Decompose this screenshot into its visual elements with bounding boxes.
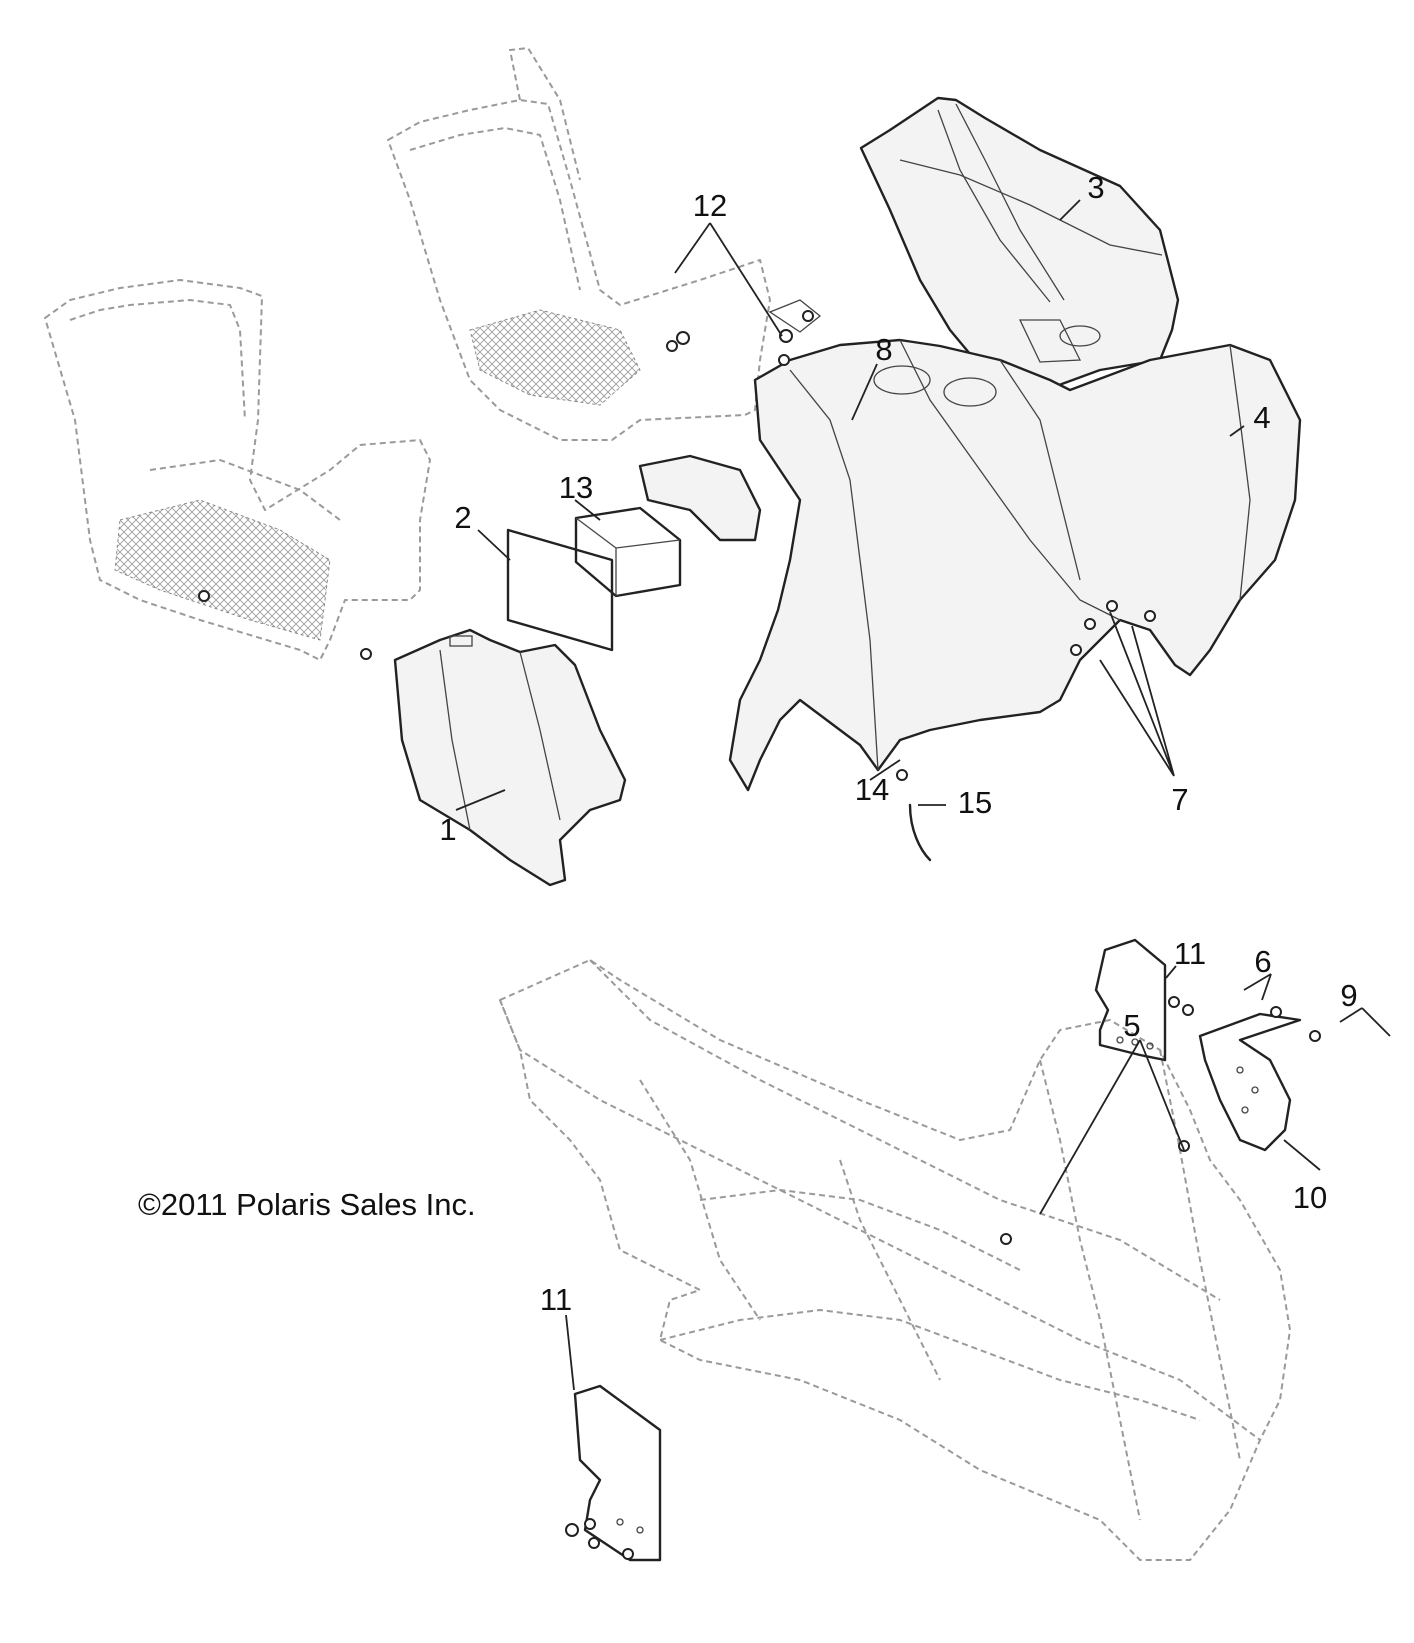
callout-8: 8 [875,332,892,367]
callout-11-bottom: 11 [540,1282,572,1317]
part-10-bracket [1198,1012,1302,1152]
callout-5: 5 [1123,1008,1140,1043]
callout-labels: 1 2 3 4 5 6 7 8 9 10 11 11 12 13 14 15 [439,170,1357,1317]
part-11-plate-bottom [565,1384,662,1562]
callout-10: 10 [1293,1180,1327,1215]
part-4-front-fender [638,299,1302,792]
callout-12: 12 [693,188,727,223]
callout-9: 9 [1340,978,1357,1013]
part-3-tank-cover [859,96,1180,394]
part-14-15-hose [896,769,932,862]
copyright-notice: ©2011 Polaris Sales Inc. [138,1187,476,1223]
callout-15: 15 [958,785,992,820]
fasteners-6-9 [1168,996,1321,1042]
part-2-decal [506,528,614,652]
upper-footwell-ghost [387,47,793,441]
callout-1: 1 [439,812,456,847]
copyright-symbol: © [138,1187,161,1222]
part-1-side-panel [393,628,627,887]
callout-11-top: 11 [1174,936,1206,971]
callout-6: 6 [1254,944,1271,979]
frame-ghost [499,959,1291,1561]
callout-2: 2 [454,500,471,535]
callout-13: 13 [559,470,593,505]
left-footwell-ghost [44,279,431,661]
callout-7: 7 [1171,782,1188,817]
copyright-text: 2011 Polaris Sales Inc. [160,1187,476,1222]
callout-14: 14 [855,772,889,807]
callout-4: 4 [1253,400,1270,435]
part-13-foam-block [574,506,682,598]
callout-3: 3 [1087,170,1104,205]
leader-lines [455,199,1391,1391]
